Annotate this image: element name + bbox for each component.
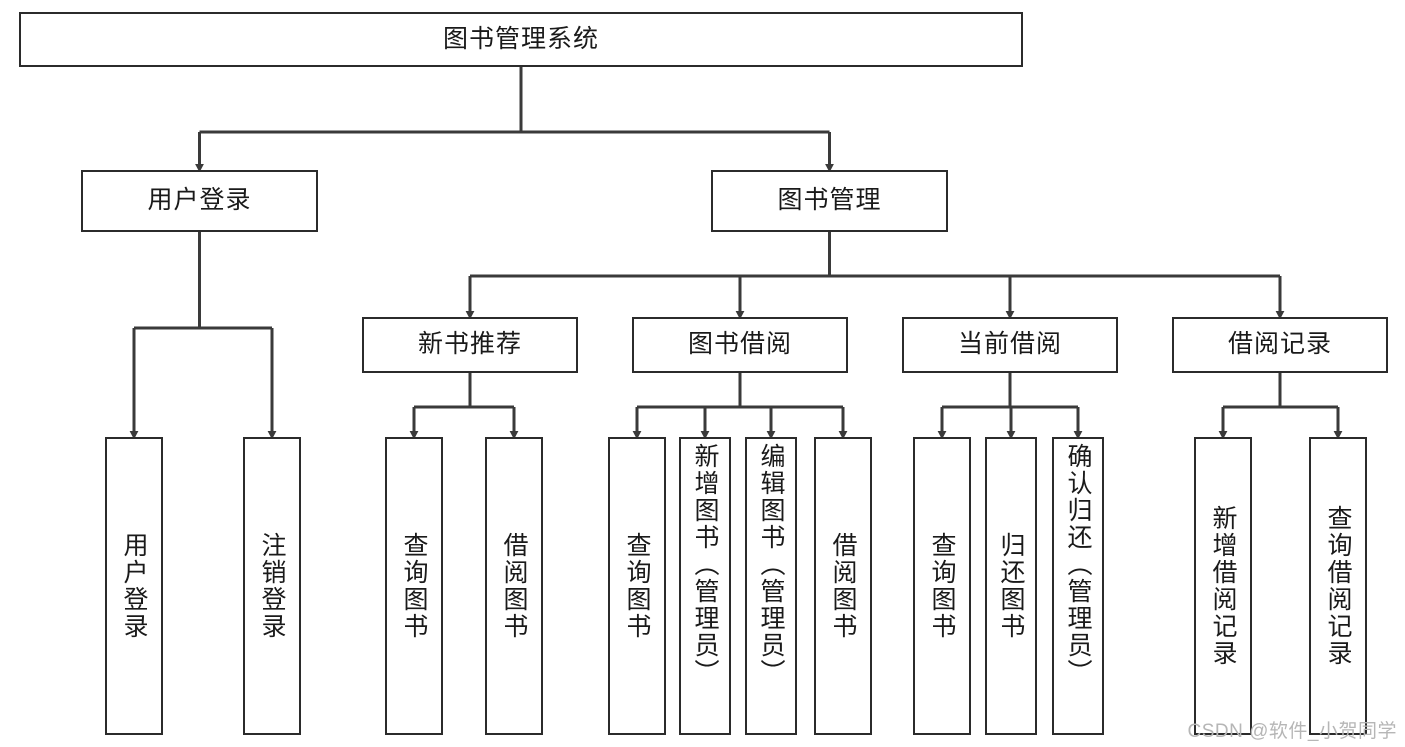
node-label: 借阅记录 (1227, 330, 1332, 359)
node-label: 新增图书（管理员） (691, 443, 719, 686)
node-label: 当前借阅 (957, 330, 1062, 359)
node-leaf-query-book-3[interactable]: 查询图书 (913, 437, 971, 735)
node-label: 新增借阅记录 (1209, 505, 1237, 667)
node-label: 注销登录 (258, 532, 286, 640)
node-borrow-record[interactable]: 借阅记录 (1172, 317, 1388, 373)
node-leaf-query-record[interactable]: 查询借阅记录 (1309, 437, 1367, 735)
node-leaf-logout[interactable]: 注销登录 (243, 437, 301, 735)
node-current-borrow[interactable]: 当前借阅 (902, 317, 1118, 373)
node-leaf-query-book-2[interactable]: 查询图书 (608, 437, 666, 735)
node-book-manage[interactable]: 图书管理 (711, 170, 948, 232)
node-label: 归还图书 (997, 532, 1025, 640)
node-label: 查询图书 (400, 532, 428, 640)
node-root[interactable]: 图书管理系统 (19, 12, 1023, 67)
node-label: 编辑图书（管理员） (757, 443, 785, 686)
node-label: 图书管理系统 (442, 24, 599, 53)
node-leaf-borrow-book-2[interactable]: 借阅图书 (814, 437, 872, 735)
node-user-login[interactable]: 用户登录 (81, 170, 318, 232)
node-label: 图书借阅 (687, 330, 792, 359)
node-book-borrow[interactable]: 图书借阅 (632, 317, 848, 373)
node-label: 借阅图书 (500, 532, 528, 640)
node-leaf-borrow-book-1[interactable]: 借阅图书 (485, 437, 543, 735)
node-leaf-edit-book[interactable]: 编辑图书（管理员） (745, 437, 797, 735)
node-leaf-user-login[interactable]: 用户登录 (105, 437, 163, 735)
node-label: 用户登录 (147, 186, 252, 215)
node-label: 图书管理 (777, 186, 882, 215)
node-leaf-return-book[interactable]: 归还图书 (985, 437, 1037, 735)
node-label: 查询图书 (928, 532, 956, 640)
node-leaf-add-record[interactable]: 新增借阅记录 (1194, 437, 1252, 735)
node-label: 新书推荐 (417, 330, 522, 359)
node-leaf-add-book[interactable]: 新增图书（管理员） (679, 437, 731, 735)
node-label: 确认归还（管理员） (1064, 443, 1092, 686)
node-label: 查询借阅记录 (1324, 505, 1352, 667)
node-leaf-confirm-return[interactable]: 确认归还（管理员） (1052, 437, 1104, 735)
node-new-book-rec[interactable]: 新书推荐 (362, 317, 578, 373)
node-label: 用户登录 (120, 532, 148, 640)
node-label: 借阅图书 (829, 532, 857, 640)
node-leaf-query-book-1[interactable]: 查询图书 (385, 437, 443, 735)
node-label: 查询图书 (623, 532, 651, 640)
